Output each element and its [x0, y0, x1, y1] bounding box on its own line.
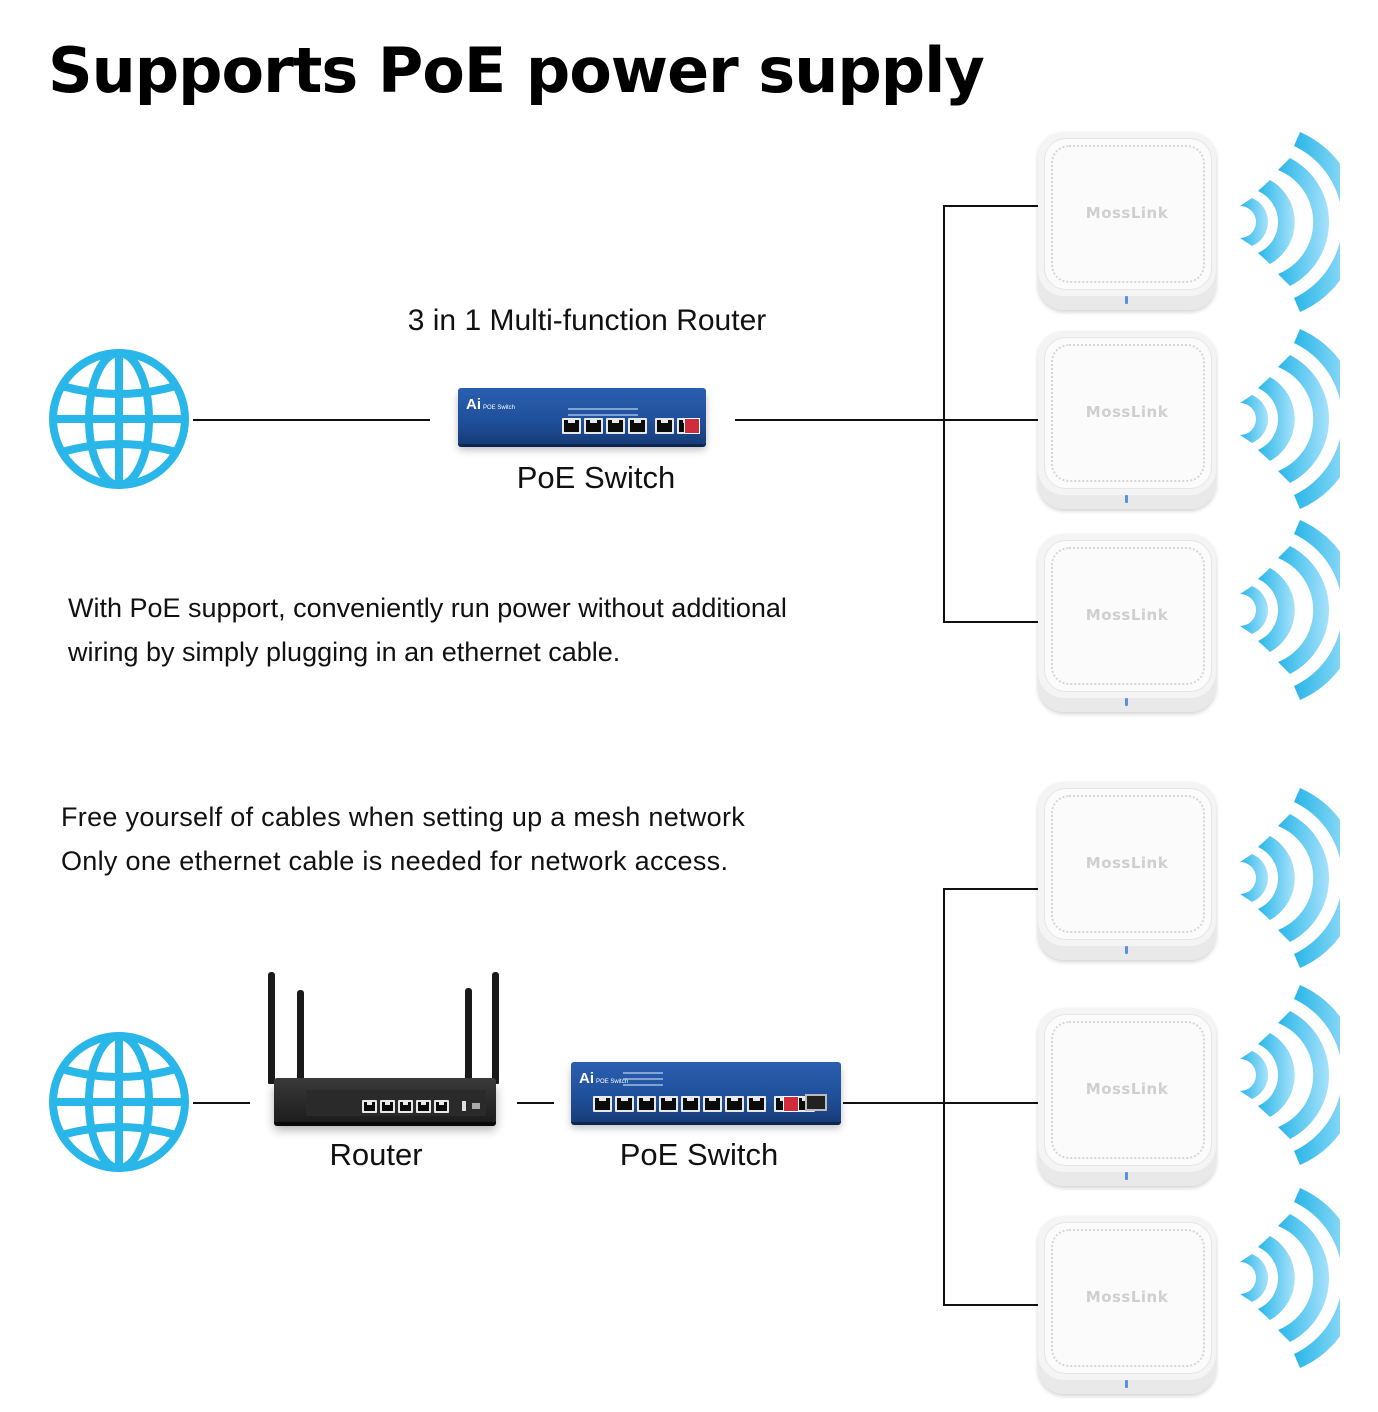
status-led: [1125, 698, 1128, 706]
sfp-port: [805, 1094, 827, 1111]
ethernet-port: [747, 1096, 766, 1112]
ethernet-port: [615, 1096, 634, 1112]
ethernet-port: [562, 418, 581, 434]
description-line: Free yourself of cables when setting up …: [61, 802, 746, 832]
cable-globe-to-router: [193, 1102, 250, 1104]
wifi-signal-icon: [1240, 985, 1340, 1165]
switch-label-top: PoE Switch: [516, 460, 676, 495]
status-led: [1125, 1172, 1128, 1180]
cable-branch-ap4: [943, 888, 1040, 890]
ethernet-port: [628, 418, 647, 434]
cable-branch-ap1: [943, 205, 1040, 207]
status-led: [1125, 296, 1128, 304]
description-top: With PoE support, conveniently run power…: [68, 586, 787, 674]
wifi-signal-icon: [1240, 788, 1340, 968]
description-line: wiring by simply plugging in an ethernet…: [68, 637, 621, 667]
ap-logo: MossLink: [1085, 1080, 1169, 1098]
ethernet-port: [434, 1100, 449, 1113]
wifi-signal-icon: [1240, 1188, 1340, 1368]
globe-icon: [49, 1032, 189, 1172]
ap-logo: MossLink: [1085, 1288, 1169, 1306]
ethernet-port: [584, 418, 603, 434]
cable-switch-to-aps: [843, 1102, 1040, 1104]
description-line: Only one ethernet cable is needed for ne…: [61, 846, 729, 876]
cable-globe-to-switch: [193, 419, 430, 421]
description-line: With PoE support, conveniently run power…: [68, 593, 787, 623]
access-point: MossLink: [1038, 1008, 1216, 1186]
cable-switch-to-aps: [735, 419, 1040, 421]
switch-label-bottom: PoE Switch: [619, 1137, 779, 1172]
ethernet-port: [398, 1100, 413, 1113]
wifi-signal-icon: [1240, 132, 1340, 312]
wifi-signal-icon: [1240, 520, 1340, 700]
ethernet-port: [362, 1100, 377, 1113]
antenna: [492, 972, 499, 1084]
cable-branch-vertical: [943, 205, 945, 623]
antenna: [297, 990, 304, 1084]
router-device: [266, 970, 499, 1130]
ap-logo: MossLink: [1085, 204, 1169, 222]
router-label: Router: [329, 1137, 423, 1172]
ethernet-port: [703, 1096, 722, 1112]
ethernet-port: [380, 1100, 395, 1113]
access-point: MossLink: [1038, 782, 1216, 960]
router-caption: 3 in 1 Multi-function Router: [407, 304, 767, 337]
antenna: [268, 972, 275, 1084]
ethernet-port: [637, 1096, 656, 1112]
ap-logo: MossLink: [1085, 854, 1169, 872]
access-point: MossLink: [1038, 132, 1216, 310]
status-led: [1125, 946, 1128, 954]
ethernet-port: [416, 1100, 431, 1113]
description-bottom: Free yourself of cables when setting up …: [61, 795, 745, 883]
globe-icon: [49, 349, 189, 489]
ethernet-port: [593, 1096, 612, 1112]
ethernet-port: [659, 1096, 678, 1112]
status-tag: [783, 1096, 799, 1112]
ap-logo: MossLink: [1085, 606, 1169, 624]
access-point: MossLink: [1038, 331, 1216, 509]
ethernet-port: [606, 418, 625, 434]
wifi-signal-icon: [1240, 329, 1340, 509]
ethernet-port: [655, 418, 674, 434]
page-title: Supports PoE power supply: [48, 34, 985, 107]
cable-router-to-switch: [517, 1102, 554, 1104]
status-led: [1125, 1380, 1128, 1388]
status-tag: [684, 418, 700, 434]
status-led: [1125, 495, 1128, 503]
ethernet-port: [725, 1096, 744, 1112]
access-point: MossLink: [1038, 1216, 1216, 1394]
cable-branch-ap3: [943, 621, 1040, 623]
ap-logo: MossLink: [1085, 403, 1169, 421]
ethernet-port: [681, 1096, 700, 1112]
access-point: MossLink: [1038, 534, 1216, 712]
cable-branch-ap6: [943, 1304, 1040, 1306]
cable-branch-vertical: [943, 888, 945, 1306]
antenna: [465, 988, 472, 1084]
